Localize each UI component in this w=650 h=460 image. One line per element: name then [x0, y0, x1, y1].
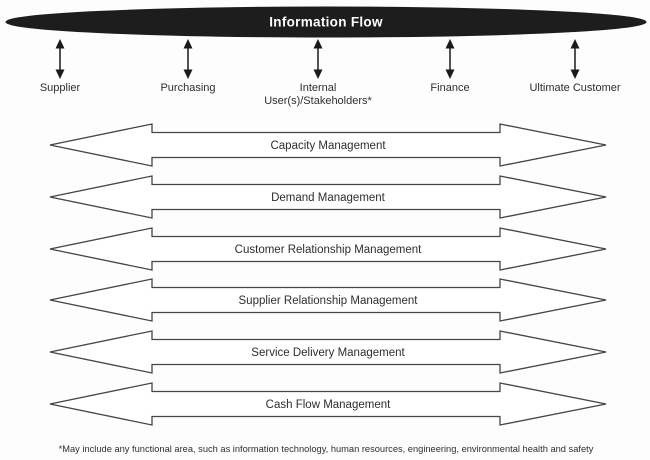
process-arrow-row: Customer Relationship Management	[49, 227, 607, 271]
process-arrow-label: Service Delivery Management	[251, 347, 405, 359]
double-arrow-vertical-icon	[569, 38, 581, 80]
double-arrow-vertical-icon	[312, 38, 324, 80]
diagram-title: Information Flow	[269, 15, 383, 30]
process-arrows: Capacity Management Demand Management Cu…	[49, 123, 607, 426]
stakeholder-labels: Supplier Purchasing Internal User(s)/Sta…	[40, 82, 621, 107]
process-arrow-row: Cash Flow Management	[49, 382, 607, 426]
double-arrow-vertical-icon	[444, 38, 456, 80]
stakeholder-label-purchasing: Purchasing	[160, 82, 215, 94]
process-arrow-row: Capacity Management	[49, 123, 607, 167]
double-arrow-vertical-icon	[182, 38, 194, 80]
process-arrow-label: Demand Management	[271, 192, 386, 204]
double-arrow-vertical-icon	[54, 38, 66, 80]
process-arrow-row: Service Delivery Management	[49, 330, 607, 374]
process-arrow-label: Cash Flow Management	[266, 399, 391, 411]
footnote: *May include any functional area, such a…	[59, 444, 594, 454]
process-arrow-label: Capacity Management	[270, 140, 386, 152]
process-arrow-label: Customer Relationship Management	[235, 244, 422, 256]
process-arrow-row: Supplier Relationship Management	[49, 278, 607, 322]
stakeholder-label-internal-line1: Internal	[300, 82, 337, 94]
stakeholder-label-supplier: Supplier	[40, 82, 81, 94]
vertical-connectors	[54, 38, 581, 80]
information-flow-ellipse	[5, 6, 647, 38]
stakeholder-label-internal-line2: User(s)/Stakeholders*	[264, 95, 372, 107]
process-arrow-label: Supplier Relationship Management	[239, 295, 419, 307]
stakeholder-label-finance: Finance	[430, 82, 469, 94]
process-arrow-row: Demand Management	[49, 175, 607, 219]
stakeholder-label-ultimate-customer: Ultimate Customer	[529, 82, 620, 94]
